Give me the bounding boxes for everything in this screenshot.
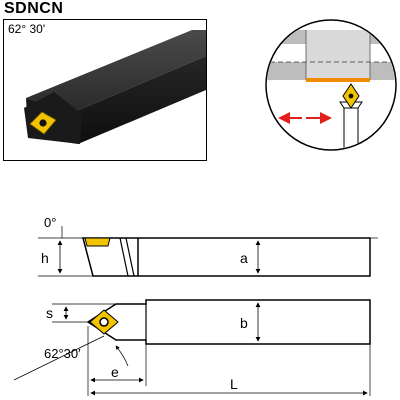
side-view: h a 0° (38, 215, 378, 277)
top-view-insert-screw (99, 317, 109, 327)
tool-code-title: SDNCN (4, 0, 64, 17)
application-view (265, 19, 397, 151)
side-view-edge-line-2 (125, 237, 135, 277)
insert-screw (39, 119, 47, 127)
side-view-insert (84, 237, 111, 247)
side-view-edge-line (119, 237, 129, 277)
approach-angle-label: 62°30′ (44, 346, 81, 361)
top-view-outline (86, 299, 371, 345)
zero-angle-label: 0° (44, 215, 56, 230)
approach-angle-arc (115, 345, 129, 367)
head-length-label: e (111, 364, 119, 380)
overall-length-label: L (230, 376, 238, 392)
product-photo-panel: 62° 30' (3, 19, 207, 161)
approach-angle-leader (13, 335, 105, 381)
side-view-outline (82, 237, 371, 277)
offset-label: s (46, 305, 53, 321)
shank-top-face (26, 30, 206, 112)
workpiece-groove (306, 30, 370, 80)
application-insert-screw (348, 93, 354, 99)
height-label: h (41, 250, 49, 266)
top-view: s b 62°30′ e L (13, 299, 371, 396)
photo-angle-label: 62° 30' (8, 22, 46, 36)
holder-photo (24, 30, 206, 144)
width-a-label: a (240, 250, 248, 266)
width-b-label: b (240, 315, 248, 331)
